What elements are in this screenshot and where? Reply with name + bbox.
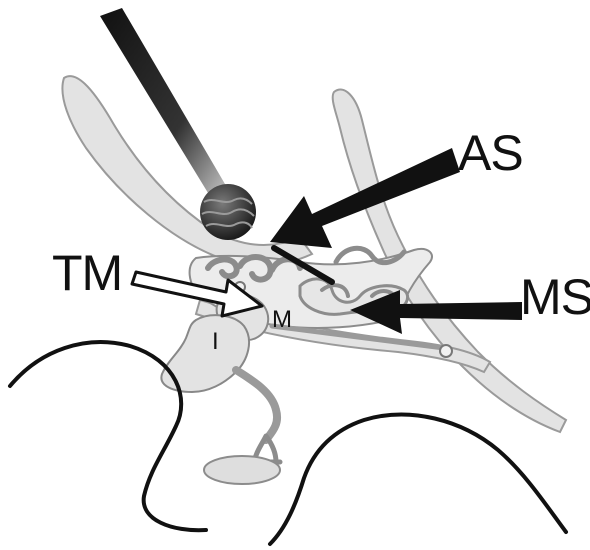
label-malleus: M [272,308,292,332]
label-anterior-septum: AS [458,128,523,178]
label-incus: I [212,330,219,354]
stapes-footplate [204,456,280,484]
tendon-pulley [440,345,452,357]
cochlear-contour-right [270,415,566,544]
label-middle-septum: MS [520,272,590,322]
incus-long-process [236,370,277,440]
label-tympanic-membrane: TM [52,248,122,298]
instrument-ball-tip [200,184,256,240]
